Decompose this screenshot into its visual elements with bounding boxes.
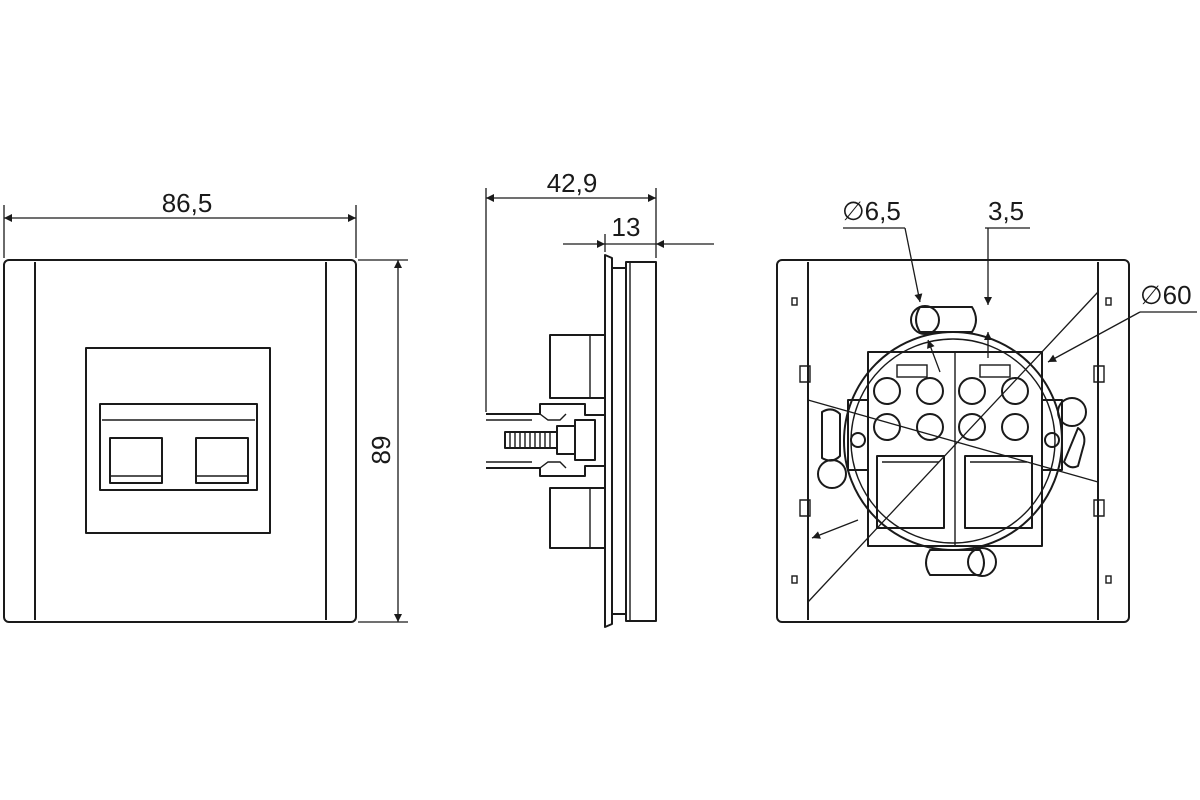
rear-bottom-screw-hole bbox=[967, 547, 997, 577]
rear-corner-marks bbox=[791, 297, 1112, 584]
side-frame-gap bbox=[612, 267, 626, 615]
hole-dim-inner-arrow bbox=[927, 339, 941, 373]
side-bracket-top bbox=[486, 403, 605, 416]
rear-top-screw-hole bbox=[910, 305, 940, 335]
rear-right-ear-screw bbox=[1044, 432, 1060, 448]
rear-right-ear bbox=[1041, 399, 1063, 471]
rear-left-ear bbox=[847, 399, 869, 471]
side-screw-block bbox=[574, 419, 596, 461]
depth-dimension-label: 42,9 bbox=[547, 168, 598, 198]
rear-right-label bbox=[979, 364, 1011, 378]
rear-left-ear-screw bbox=[850, 432, 866, 448]
rear-diagonal-1 bbox=[807, 291, 1099, 603]
rear-claw-screw-right bbox=[1057, 397, 1087, 427]
rear-jack-left bbox=[876, 455, 945, 529]
frame-dimension-label: 13 bbox=[612, 212, 641, 242]
side-bracket-bottom bbox=[486, 465, 605, 477]
rear-diagonal-2 bbox=[807, 399, 1099, 483]
front-insert bbox=[85, 347, 271, 534]
side-screw-shaft bbox=[504, 431, 558, 449]
front-port-left bbox=[109, 437, 163, 484]
side-bracket-rails bbox=[486, 419, 532, 463]
circle-dim-opposite-arrow bbox=[811, 519, 859, 539]
hole-dim-leader bbox=[904, 227, 923, 303]
rear-left-label bbox=[896, 364, 928, 378]
width-dimension-label: 86,5 bbox=[162, 188, 213, 218]
front-socket-block bbox=[99, 403, 258, 491]
rear-frame-outline bbox=[776, 259, 1130, 623]
rear-view: ∅6,5 3,5 ∅60 bbox=[776, 196, 1197, 623]
hole-dimension-label: ∅6,5 bbox=[842, 196, 901, 226]
rear-bottom-tab bbox=[925, 549, 985, 576]
side-screw-thread bbox=[509, 432, 551, 448]
rear-left-claw bbox=[821, 408, 841, 462]
height-dimension-label: 89 bbox=[366, 436, 396, 465]
front-port-right bbox=[195, 437, 249, 484]
side-view: 42,9 13 bbox=[485, 168, 714, 628]
circle-dim-leader bbox=[1047, 311, 1141, 363]
rear-top-tab bbox=[915, 306, 977, 333]
side-frame-back bbox=[604, 254, 613, 628]
rear-wire-holes bbox=[873, 377, 1029, 441]
rear-jack-right bbox=[964, 455, 1033, 529]
front-frame-outline bbox=[3, 259, 357, 623]
side-screw-head bbox=[556, 425, 576, 455]
side-claw-outline bbox=[539, 413, 567, 469]
rear-right-claw bbox=[1063, 427, 1086, 469]
side-upper-housing bbox=[549, 334, 606, 399]
rear-claw-screw-left bbox=[817, 459, 847, 489]
side-lower-housing bbox=[549, 487, 606, 549]
front-view: 86,5 89 bbox=[3, 188, 408, 623]
circle-dimension-label: ∅60 bbox=[1140, 280, 1192, 310]
offset-dimension-label: 3,5 bbox=[988, 196, 1024, 226]
side-front-plate bbox=[625, 261, 657, 622]
rear-frame-claws bbox=[799, 365, 1105, 517]
